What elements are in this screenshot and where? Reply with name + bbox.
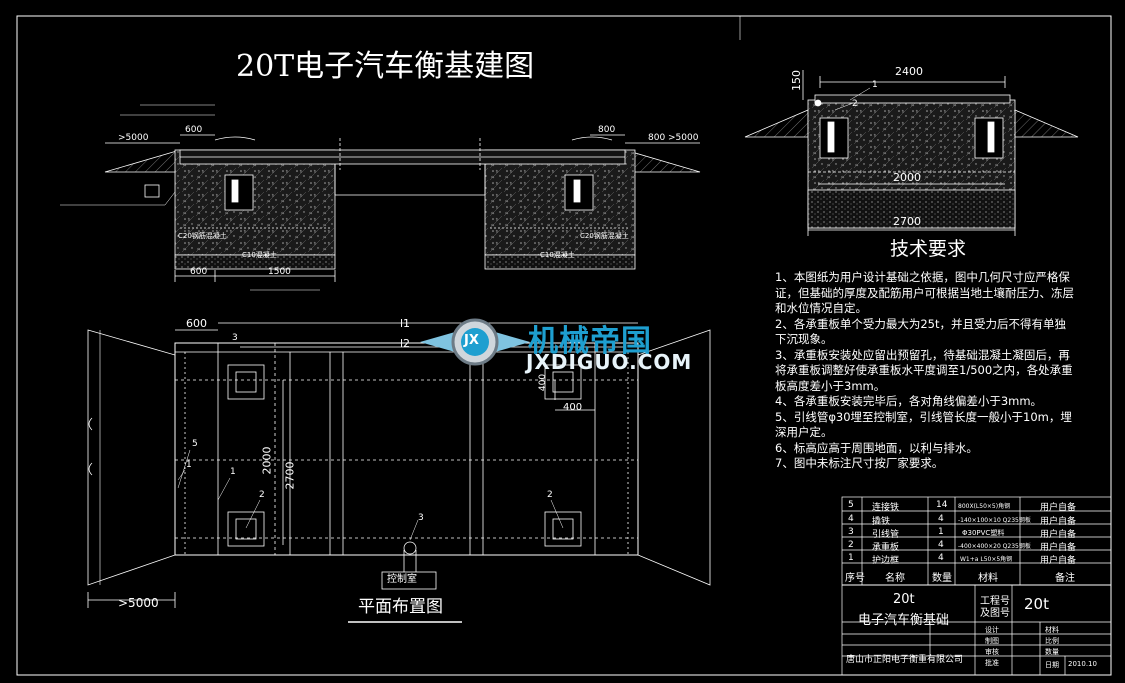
dim-150: 150 (790, 70, 803, 91)
requirement-item: 4、各承重板安装完毕后，各对角线偏差小于3mm。 (775, 394, 1043, 408)
row3-qty: 1 (938, 527, 944, 537)
row5-no: 5 (848, 500, 854, 510)
meta-date: 日期 (1045, 661, 1059, 669)
logo-main-text: 机械帝国 (528, 324, 652, 359)
callout-2: 2 (852, 99, 858, 109)
row1-qty: 4 (938, 553, 944, 563)
company-name: 唐山市正阳电子衡重有限公司 (846, 655, 964, 665)
row2-material: -400×400×20 Q235钢板 (958, 543, 1031, 550)
dim-2700-top: 2700 (893, 215, 921, 228)
plan-dim-600: 600 (186, 317, 207, 330)
row1-material: W1+a L50×5角钢 (960, 556, 1013, 563)
dim-800b: 800 (648, 133, 666, 143)
plan-dim-2000: 2000 (260, 446, 274, 475)
plan-dim-5000: >5000 (118, 596, 159, 610)
row1-no: 1 (848, 553, 854, 563)
dim-2400: 2400 (895, 65, 923, 78)
requirement-item: 2、各承重板单个受力最大为25t，并且受力后不得有单独下沉现象。 (775, 316, 1066, 347)
header-no: 序号 (845, 573, 865, 584)
role-draft: 制图 (985, 637, 999, 645)
row4-material: -140×100×10 Q235钢板 (958, 517, 1031, 524)
row4-qty: 4 (938, 514, 944, 524)
role-design: 设计 (985, 626, 999, 634)
tech-req-title: 技术要求 (890, 238, 967, 260)
c10-right: C10混凝土 (540, 251, 575, 259)
callout-3: 3 (418, 513, 424, 523)
plan-dim-2700: 2700 (283, 461, 297, 490)
header-name: 名称 (885, 573, 905, 584)
project-no-label: 工程号 (980, 596, 1010, 607)
plan-dim-l2: l2 (400, 337, 411, 350)
requirement-item: 5、引线管φ30埋至控制室，引线管长度一般小于10m，埋深用户定。 (775, 409, 1072, 440)
callout-1c: 1 (230, 467, 236, 477)
product-top: 20t (893, 592, 915, 607)
dim-600b: 600 (190, 267, 208, 277)
row5-remark: 用户自备 (1040, 503, 1077, 513)
row3-no: 3 (848, 527, 854, 537)
c10-left: C10混凝土 (242, 251, 277, 259)
drawing-no-label: 及图号 (980, 608, 1010, 619)
requirement-item: 7、图中未标注尺寸按厂家要求。 (775, 456, 944, 470)
product-name: 电子汽车衡基础 (858, 613, 950, 628)
requirement-item: 1、本图纸为用户设计基础之依据，图中几何尺寸应严格保证，但基础的厚度及配筋用户可… (775, 270, 1074, 315)
dim-2000-top: 2000 (893, 171, 921, 184)
header-material: 材料 (978, 573, 998, 584)
plan-view (87, 322, 711, 623)
row5-material: 800X(L50×5)角钢 (958, 503, 1011, 510)
row3-name: 引线管 (872, 530, 900, 540)
plan-dim-l1: l1 (400, 317, 411, 330)
requirement-item: 3、承重板安装处应留出预留孔，待基础混凝土凝固后，再将承重板调整好使承重板水平度… (775, 347, 1073, 393)
row3-material: Φ30PVC塑料 (962, 529, 1005, 537)
header-remark: 备注 (1055, 573, 1075, 584)
requirement-item: 6、标高应高于周围地面，以利与排水。 (775, 440, 978, 455)
section-view (60, 104, 701, 291)
date-value: 2010.10 (1068, 660, 1097, 668)
callout-1: 1 (872, 80, 878, 90)
plan-dim-400b: 400 (563, 402, 583, 413)
c20-right: C20钢筋混凝土 (580, 232, 629, 240)
dim-800a: 800 (598, 125, 616, 135)
plan-dim-3: 3 (232, 333, 238, 343)
callout-2b: 2 (259, 490, 265, 500)
callout-5: 5 (192, 439, 198, 449)
row1-remark: 用户自备 (1040, 556, 1077, 566)
plan-dim-400a: 400 (538, 373, 549, 392)
control-room-box (381, 571, 437, 590)
row2-qty: 4 (938, 540, 944, 550)
dim-600a: 600 (185, 125, 203, 135)
row2-name: 承重板 (872, 543, 900, 553)
row3-remark: 用户自备 (1040, 530, 1077, 540)
meta-material: 材料 (1045, 626, 1059, 634)
drawing-title: 20T电子汽车衡基建图 (236, 49, 535, 84)
drawing-no: 20t (1024, 595, 1049, 613)
dim-1500: 1500 (268, 267, 291, 277)
meta-qty: 数量 (1045, 648, 1059, 656)
dim-5000a: >5000 (118, 133, 149, 143)
row2-remark: 用户自备 (1040, 543, 1077, 553)
logo-sub-text: JXDIGUO.COM (526, 350, 693, 374)
plan-label: 平面布置图 (358, 597, 443, 617)
row4-no: 4 (848, 514, 854, 524)
row5-qty: 14 (936, 500, 948, 510)
dim-5000b: >5000 (668, 133, 699, 143)
requirements-list: 1、本图纸为用户设计基础之依据，图中几何尺寸应严格保证，但基础的厚度及配筋用户可… (775, 270, 1075, 472)
callout-2c: 2 (547, 490, 553, 500)
row4-name: 撬铁 (872, 517, 891, 527)
end-view (744, 70, 1079, 236)
header-qty: 数量 (932, 573, 952, 584)
logo-badge: JX (464, 333, 479, 348)
watermark-logo: JX 机械帝国 JXDIGUO.COM (420, 312, 712, 376)
role-approve: 批准 (985, 659, 999, 667)
parts-table-grid (841, 496, 1112, 676)
row5-name: 连接铁 (872, 503, 900, 513)
control-room-label: 控制室 (387, 574, 417, 585)
row1-name: 护边框 (872, 556, 900, 566)
role-review: 审核 (985, 648, 999, 656)
callout-1b: 1 (186, 460, 192, 470)
meta-scale: 比例 (1045, 637, 1059, 645)
c20-left: C20钢筋混凝土 (178, 232, 227, 240)
row4-remark: 用户自备 (1040, 517, 1077, 527)
row2-no: 2 (848, 540, 854, 550)
